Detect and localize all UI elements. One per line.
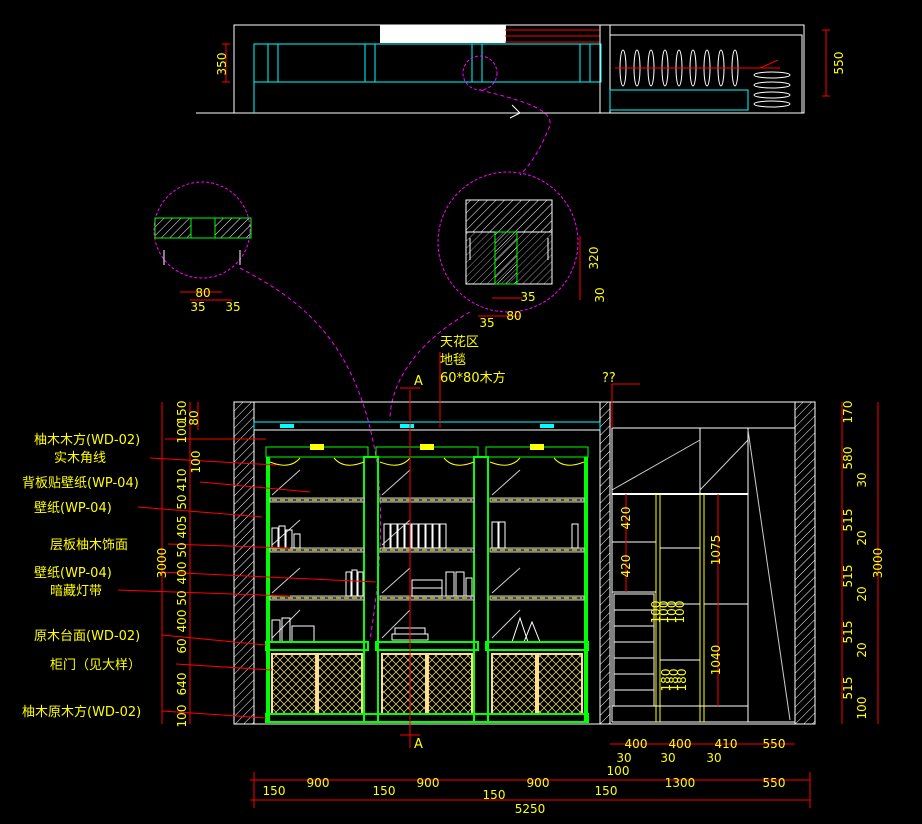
- note-ceiling: 天花区: [440, 334, 479, 350]
- label-shelf-veneer: 层板柚木饰面: [50, 538, 128, 553]
- detail1-dim-80: 80: [195, 286, 210, 300]
- left-dim: 400: [175, 610, 189, 633]
- right-dim: 515: [841, 565, 855, 588]
- right-dims: 170 580 30 515 20 515 20 515 20 515 100 …: [841, 401, 885, 720]
- right-dim: 100: [855, 697, 869, 720]
- bottom-dim-30: 30: [660, 751, 675, 765]
- label-solid-wood-molding: 实木角线: [54, 451, 106, 466]
- label-wallpaper-1: 壁纸(WP-04): [34, 501, 112, 516]
- wardrobe-small-dim: 180: [659, 669, 673, 692]
- left-dim: 640: [175, 673, 189, 696]
- left-dim: 150: [175, 401, 189, 424]
- wardrobe-small-dim: 100: [649, 601, 663, 624]
- detail-1: 80 35 35: [153, 181, 252, 314]
- wardrobe: 420 420 1075 1040 100 100 100 100 180 18…: [611, 427, 795, 723]
- plan-dim-550: 550: [832, 52, 846, 75]
- detail2-dim-35b: 35: [479, 316, 494, 330]
- detail2-dim-80: 80: [506, 309, 521, 323]
- right-dim: 170: [841, 401, 855, 424]
- wardrobe-small-dim: 180: [667, 669, 681, 692]
- label-wood-countertop: 原木台面(WD-02): [34, 629, 140, 644]
- right-dim: 20: [855, 586, 869, 601]
- detail1-dim-35a: 35: [190, 300, 205, 314]
- left-dim: 400: [175, 562, 189, 585]
- wardrobe-small-dim: 180: [675, 669, 689, 692]
- bottom-dim: 550: [763, 737, 786, 751]
- detail1-dim-35b: 35: [225, 300, 240, 314]
- note-timber: 60*80木方: [440, 370, 506, 386]
- elevation: A A: [22, 334, 885, 816]
- right-dim: 515: [841, 509, 855, 532]
- wardrobe-dim-420b: 420: [619, 555, 633, 578]
- left-dim: 50: [175, 494, 189, 509]
- bottom-dim-100: 100: [607, 764, 630, 778]
- bottom-dim: 150: [373, 784, 396, 798]
- left-dim: 50: [175, 590, 189, 605]
- section-mark-bottom: A: [414, 737, 423, 752]
- left-total-dim: 3000: [155, 548, 169, 579]
- detail-2: 320 30 35 35 80: [437, 171, 607, 330]
- bottom-dim: 400: [625, 737, 648, 751]
- wardrobe-dim-1075: 1075: [709, 535, 723, 566]
- bottom-dim: 150: [595, 784, 618, 798]
- hanger-icons: [619, 49, 791, 108]
- note-carpet: 地毯: [440, 353, 466, 368]
- detail2-dim-320: 320: [587, 247, 601, 270]
- bottom-dim: 400: [669, 737, 692, 751]
- right-dim: 580: [841, 447, 855, 470]
- left-dim: 405: [175, 516, 189, 539]
- left-dim: 410: [175, 469, 189, 492]
- right-dim: 20: [855, 642, 869, 657]
- label-wallpaper-2: 壁纸(WP-04): [34, 566, 112, 581]
- bottom-dim-30: 30: [706, 751, 721, 765]
- bottom-dim: 410: [715, 737, 738, 751]
- note-wardrobe: ??: [602, 371, 616, 386]
- wardrobe-small-dim: 100: [673, 601, 687, 624]
- bottom-dim-30: 30: [616, 751, 631, 765]
- bottom-dim: 550: [763, 776, 786, 790]
- left-dims: 3000 150 100 80 100 410 50 405 50 400 50…: [155, 401, 203, 728]
- left-dim: 100: [175, 421, 189, 444]
- left-dim: 80: [187, 410, 201, 425]
- cabinet-doors: [271, 653, 583, 715]
- right-dim: 20: [855, 530, 869, 545]
- plan-view: 350 550: [196, 24, 846, 119]
- left-dim: 50: [175, 542, 189, 557]
- bottom-dim: 150: [263, 784, 286, 798]
- bottom-dims: 400 400 410 550 30 30 30 100 150 900 150…: [263, 737, 786, 816]
- left-dim: 100: [189, 451, 203, 474]
- label-teak-base: 柚木原木方(WD-02): [22, 704, 141, 720]
- right-dim: 30: [855, 472, 869, 487]
- left-dim: 100: [175, 705, 189, 728]
- wardrobe-small-dim: 100: [657, 601, 671, 624]
- bottom-dim: 900: [417, 776, 440, 790]
- plan-dim-350: 350: [215, 53, 229, 76]
- label-teak-batten: 柚木木方(WD-02): [34, 432, 140, 448]
- wardrobe-dim-420a: 420: [619, 507, 633, 530]
- bottom-total-dim: 5250: [515, 802, 546, 816]
- detail2-dim-30: 30: [593, 287, 607, 302]
- section-mark-top: A: [414, 374, 423, 389]
- bottom-dim: 150: [483, 788, 506, 802]
- bottom-dim: 900: [307, 776, 330, 790]
- right-dim: 515: [841, 677, 855, 700]
- left-dim: 60: [175, 638, 189, 653]
- wardrobe-dim-1040: 1040: [709, 645, 723, 676]
- bottom-dim: 900: [527, 776, 550, 790]
- label-hidden-led: 暗藏灯带: [50, 584, 102, 599]
- wardrobe-small-dim: 100: [665, 601, 679, 624]
- label-back-wallpaper: 背板贴壁纸(WP-04): [22, 476, 139, 491]
- right-total-dim: 3000: [871, 548, 885, 579]
- bottom-dim: 1300: [665, 776, 696, 790]
- label-cabinet-door: 柜门（见大样）: [50, 658, 141, 673]
- right-dim: 515: [841, 621, 855, 644]
- detail2-dim-35a: 35: [520, 290, 535, 304]
